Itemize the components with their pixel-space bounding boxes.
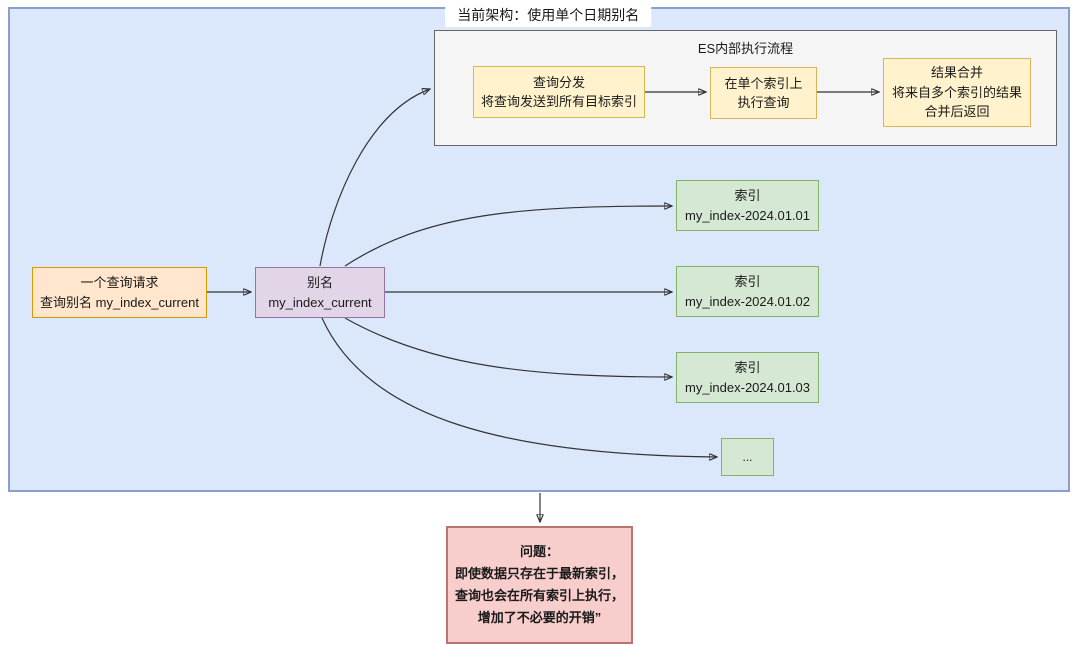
node-index-2024-01-03: 索引 my_index-2024.01.03 bbox=[676, 352, 819, 403]
node-problem-note: 问题： 即使数据只存在于最新索引， 查询也会在所有索引上执行， 增加了不必要的开… bbox=[446, 526, 633, 644]
node-line: 一个查询请求 bbox=[80, 275, 159, 290]
node-line: my_index-2024.01.01 bbox=[684, 207, 811, 223]
node-line: 索引 bbox=[734, 188, 761, 203]
node-line: my_index_current bbox=[268, 294, 372, 310]
node-line: 查询别名 my_index_current bbox=[40, 294, 199, 310]
node-line: 将查询发送到所有目标索引 bbox=[480, 94, 637, 109]
node-line: 即使数据只存在于最新索引， bbox=[454, 565, 624, 581]
node-line: 将来自多个索引的结果 bbox=[891, 84, 1022, 100]
node-line: 查询也会在所有索引上执行， bbox=[454, 588, 624, 603]
node-line: 索引 bbox=[734, 360, 761, 375]
node-line: 增加了不必要的开销” bbox=[477, 610, 602, 626]
node-index-2024-01-01: 索引 my_index-2024.01.01 bbox=[676, 180, 819, 231]
node-result-merge: 结果合并 将来自多个索引的结果 合并后返回 bbox=[883, 58, 1031, 127]
node-line: 结果合并 bbox=[930, 65, 983, 81]
node-execute-on-index: 在单个索引上 执行查询 bbox=[710, 67, 817, 119]
node-alias: 别名 my_index_current bbox=[255, 267, 385, 318]
node-line: 在单个索引上 bbox=[724, 75, 803, 91]
node-line: 合并后返回 bbox=[924, 104, 990, 120]
node-more-indices: ... bbox=[721, 438, 774, 476]
es-flow-title: ES内部执行流程 bbox=[697, 41, 794, 56]
node-line: 别名 bbox=[306, 275, 333, 290]
node-index-2024-01-02: 索引 my_index-2024.01.02 bbox=[676, 266, 819, 317]
node-line: my_index-2024.01.02 bbox=[684, 293, 811, 309]
node-query-request: 一个查询请求 查询别名 my_index_current bbox=[32, 267, 207, 318]
node-line: 问题： bbox=[519, 543, 559, 559]
node-line: my_index-2024.01.03 bbox=[684, 379, 811, 395]
node-query-dispatch: 查询分发 将查询发送到所有目标索引 bbox=[473, 66, 645, 118]
diagram-title: 当前架构：使用单个日期别名 bbox=[445, 3, 652, 27]
node-line: 查询分发 bbox=[532, 74, 585, 90]
node-line: 执行查询 bbox=[737, 95, 790, 110]
node-line: 索引 bbox=[734, 274, 761, 289]
node-line: ... bbox=[742, 450, 753, 464]
